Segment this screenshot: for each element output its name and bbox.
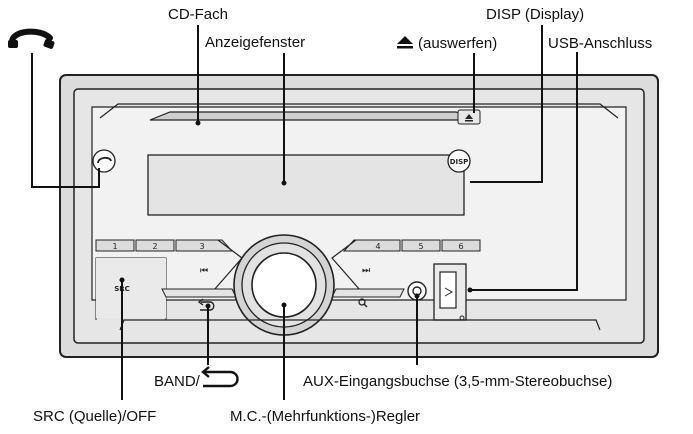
label-disp: DISP (Display)	[486, 6, 584, 23]
preset-buttons-left: 1 2 3	[95, 239, 234, 252]
preset-label-2: 2	[152, 242, 157, 251]
preset-button-4[interactable]	[342, 239, 401, 252]
phone-handset-icon	[8, 28, 55, 49]
src-button[interactable]: SRC	[96, 258, 166, 318]
callout-dots	[119, 120, 473, 309]
knob-bar-left	[161, 288, 237, 298]
preset-label-3: 3	[199, 242, 204, 251]
usb-symbol-icon	[444, 287, 454, 297]
cd-slot[interactable]	[149, 111, 477, 121]
label-cd-slot: CD-Fach	[168, 6, 228, 23]
label-display-window: Anzeigefenster	[205, 34, 305, 51]
band-return-icon	[201, 366, 239, 388]
preset-label-4: 4	[375, 242, 380, 251]
next-track-icon[interactable]: ⏭	[362, 266, 370, 276]
preset-buttons-right: 4 5 6	[342, 239, 481, 252]
aux-jack[interactable]	[407, 281, 427, 301]
chevron-right	[331, 239, 361, 291]
preset-label-6: 6	[458, 242, 463, 251]
eject-button[interactable]	[457, 109, 481, 125]
disp-button[interactable]: DISP	[447, 149, 471, 173]
phone-icon	[97, 156, 112, 164]
preset-button-6[interactable]	[441, 239, 481, 252]
display-window	[147, 154, 465, 216]
callout-lines	[31, 25, 578, 400]
usb-port[interactable]	[433, 263, 467, 321]
knob-bar-right	[331, 288, 405, 298]
preset-label-5: 5	[418, 242, 423, 251]
previous-track-icon[interactable]: ⏮	[200, 266, 208, 276]
return-arrow-icon	[200, 301, 215, 311]
preset-label-1: 1	[112, 242, 117, 251]
preset-button-5[interactable]	[401, 239, 441, 252]
band-button[interactable]	[197, 298, 215, 311]
mc-dial[interactable]	[233, 234, 335, 336]
label-mc: M.C.-(Mehrfunktions-)Regler	[230, 408, 420, 425]
eject-label-icon	[397, 36, 413, 49]
faceplate-top	[99, 103, 619, 119]
phone-button[interactable]	[92, 149, 116, 173]
preset-button-2[interactable]	[135, 239, 175, 252]
disp-button-label: DISP	[450, 158, 469, 166]
label-aux: AUX-Eingangsbuchse (3,5-mm-Stereobuchse)	[303, 373, 612, 390]
label-band: BAND/	[154, 373, 201, 390]
label-usb: USB-Anschluss	[548, 35, 652, 52]
search-icon[interactable]	[358, 298, 368, 308]
preset-button-1[interactable]	[95, 239, 135, 252]
label-src: SRC (Quelle)/OFF	[33, 408, 156, 425]
label-eject: (auswerfen)	[418, 35, 497, 52]
